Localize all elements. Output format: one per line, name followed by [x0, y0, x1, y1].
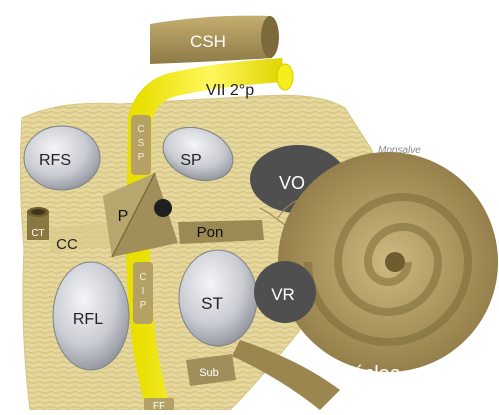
vii-label: VII 2°p: [206, 82, 254, 99]
pon-canal: Pon: [178, 220, 264, 244]
pon-label: Pon: [197, 224, 224, 241]
csh-canal: CSH: [150, 16, 279, 64]
p-label: P: [118, 208, 129, 225]
rfl-label: RFL: [73, 311, 103, 328]
rfs-label: RFS: [39, 152, 71, 169]
st-window: ST: [179, 250, 257, 346]
st-label: ST: [201, 294, 223, 313]
ct-label: CT: [31, 228, 44, 239]
csh-label: CSH: [190, 32, 226, 51]
coclea-label: cóclea: [343, 363, 402, 385]
sub-label: Sub: [199, 367, 219, 379]
ct-canal: CT: [27, 207, 49, 240]
rfl-window: RFL: [53, 262, 129, 370]
cc-label: CC: [56, 236, 78, 253]
vr-window: VR: [254, 261, 316, 323]
ff-label: FF: [153, 401, 165, 410]
sp-label: SP: [180, 152, 201, 169]
vr-label: VR: [271, 285, 295, 304]
vo-label: VO: [279, 173, 305, 193]
rfs-window: RFS: [24, 126, 100, 190]
ff-canal: FF: [144, 398, 174, 410]
